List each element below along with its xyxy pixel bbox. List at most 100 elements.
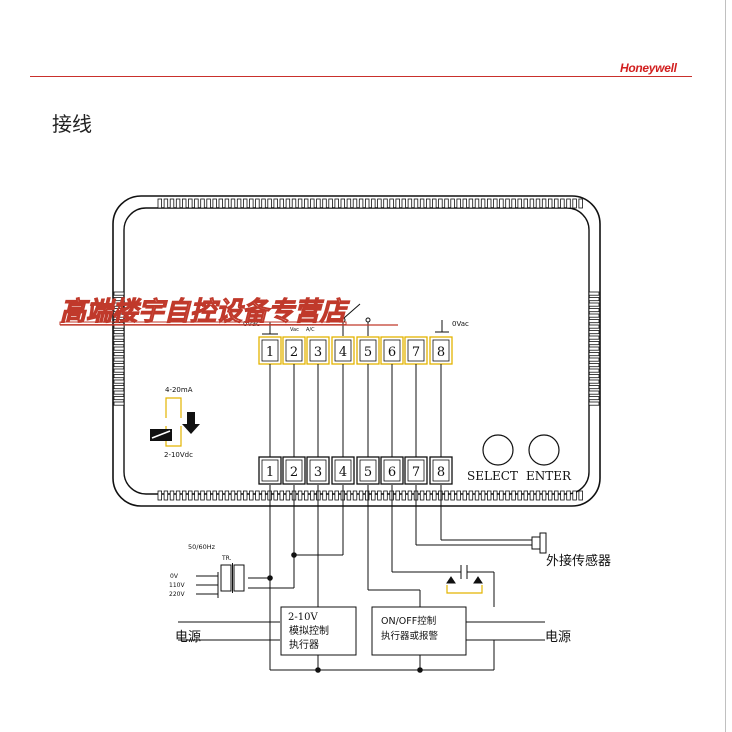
vent-slot — [328, 198, 333, 209]
vent-slot — [407, 198, 413, 209]
vent-slot — [113, 368, 125, 373]
vent-slot — [438, 198, 443, 209]
vent-slot — [474, 490, 480, 501]
vent-slots-right — [588, 291, 600, 406]
vent-slot — [113, 401, 125, 406]
vent-slot — [113, 297, 125, 302]
vent-slot — [377, 198, 382, 209]
vent-slot — [113, 302, 125, 307]
terminal-number: 1 — [266, 465, 274, 480]
vent-slot — [588, 363, 600, 368]
vent-slot — [588, 302, 600, 307]
vent-slot — [334, 198, 339, 209]
vent-slot — [560, 198, 565, 209]
terminal-inner — [359, 459, 377, 482]
vent-slot — [517, 490, 522, 501]
vent-slot — [523, 490, 528, 501]
jumper-label-ma: 4-20mA — [165, 386, 193, 394]
vent-slot — [505, 198, 510, 209]
vent-slot — [588, 396, 600, 401]
watermark-text: 高端楼宇自控设备专营店 — [60, 297, 350, 327]
vent-slot — [157, 490, 162, 501]
jumper-label-vdc: 2-10Vdc — [164, 451, 193, 459]
terminal-number: 4 — [339, 465, 347, 480]
analog-actuator-box: 2-10V 模拟控制 执行器 — [280, 606, 357, 656]
vent-slot — [113, 341, 125, 346]
vent-slot — [572, 198, 577, 209]
vent-slot — [224, 490, 230, 501]
vent-slot — [499, 198, 504, 209]
vent-slot — [113, 308, 125, 313]
vent-slot — [346, 198, 352, 209]
vent-slot — [523, 198, 528, 209]
vent-slot — [175, 198, 181, 209]
junction-dots — [267, 552, 423, 673]
vent-slot — [163, 198, 169, 209]
vent-slot — [486, 198, 492, 209]
terminal-inner — [407, 459, 425, 482]
vent-slot — [588, 357, 600, 362]
terminal-number: 6 — [388, 345, 396, 360]
svg-text:模拟控制: 模拟控制 — [289, 624, 329, 637]
vent-slot — [456, 198, 461, 209]
vent-slot — [194, 198, 199, 209]
select-button[interactable]: SELECT — [467, 434, 518, 483]
vent-slot — [113, 291, 125, 296]
vent-slot — [279, 490, 284, 501]
vent-slot — [194, 490, 199, 501]
terminal-number: 2 — [290, 465, 298, 480]
vent-slot — [468, 490, 474, 501]
terminal-number: 3 — [314, 345, 322, 360]
relay-contact-symbol — [340, 303, 371, 336]
vent-slot — [572, 490, 577, 501]
terminal-inner — [407, 339, 425, 362]
vent-slot — [588, 335, 600, 340]
terminal-inner — [285, 459, 303, 482]
vent-slot — [206, 490, 211, 501]
internal-wires — [269, 364, 442, 457]
vent-slot — [340, 198, 345, 209]
terminal-number: 6 — [388, 465, 396, 480]
vent-slot — [588, 330, 600, 335]
vent-slot — [310, 198, 315, 209]
vent-slot — [511, 490, 516, 501]
vent-slot — [535, 490, 541, 501]
vent-slot — [468, 198, 474, 209]
vent-slot — [113, 346, 125, 351]
label-ac: A/C — [306, 327, 315, 333]
vent-slot — [200, 490, 205, 501]
vent-slot — [188, 490, 193, 501]
vent-slot — [588, 385, 600, 390]
transformer-freq: 50/60Hz — [188, 543, 216, 551]
vent-slot — [113, 396, 125, 401]
svg-text:2-10V: 2-10V — [288, 612, 318, 623]
vent-slot — [588, 390, 600, 395]
vent-slot — [529, 490, 535, 501]
vent-slot — [505, 490, 510, 501]
vent-slot — [242, 198, 248, 209]
svg-text:ENTER: ENTER — [526, 469, 572, 483]
vent-slot — [352, 490, 358, 501]
vent-slot — [236, 198, 242, 209]
vent-slot — [291, 198, 297, 209]
vent-slot — [113, 335, 125, 340]
vent-slot — [425, 198, 431, 209]
vent-slot — [212, 198, 217, 209]
svg-text:ON/OFF控制: ON/OFF控制 — [381, 615, 436, 627]
vent-slot — [310, 490, 315, 501]
vent-slot — [377, 490, 382, 501]
enter-button[interactable]: ENTER — [526, 434, 572, 483]
vent-slot — [588, 368, 600, 373]
page-edge-line — [725, 0, 726, 732]
vent-slot — [554, 490, 559, 501]
vent-slot — [588, 346, 600, 351]
vent-slot — [297, 490, 303, 501]
svg-text:执行器或报警: 执行器或报警 — [381, 630, 439, 642]
transformer-v110: 110V — [169, 582, 185, 589]
vent-slot — [566, 198, 571, 209]
vent-slot — [548, 198, 553, 209]
ground-symbol-right — [435, 320, 449, 333]
vent-slot — [163, 490, 169, 501]
vent-slot — [200, 198, 205, 209]
